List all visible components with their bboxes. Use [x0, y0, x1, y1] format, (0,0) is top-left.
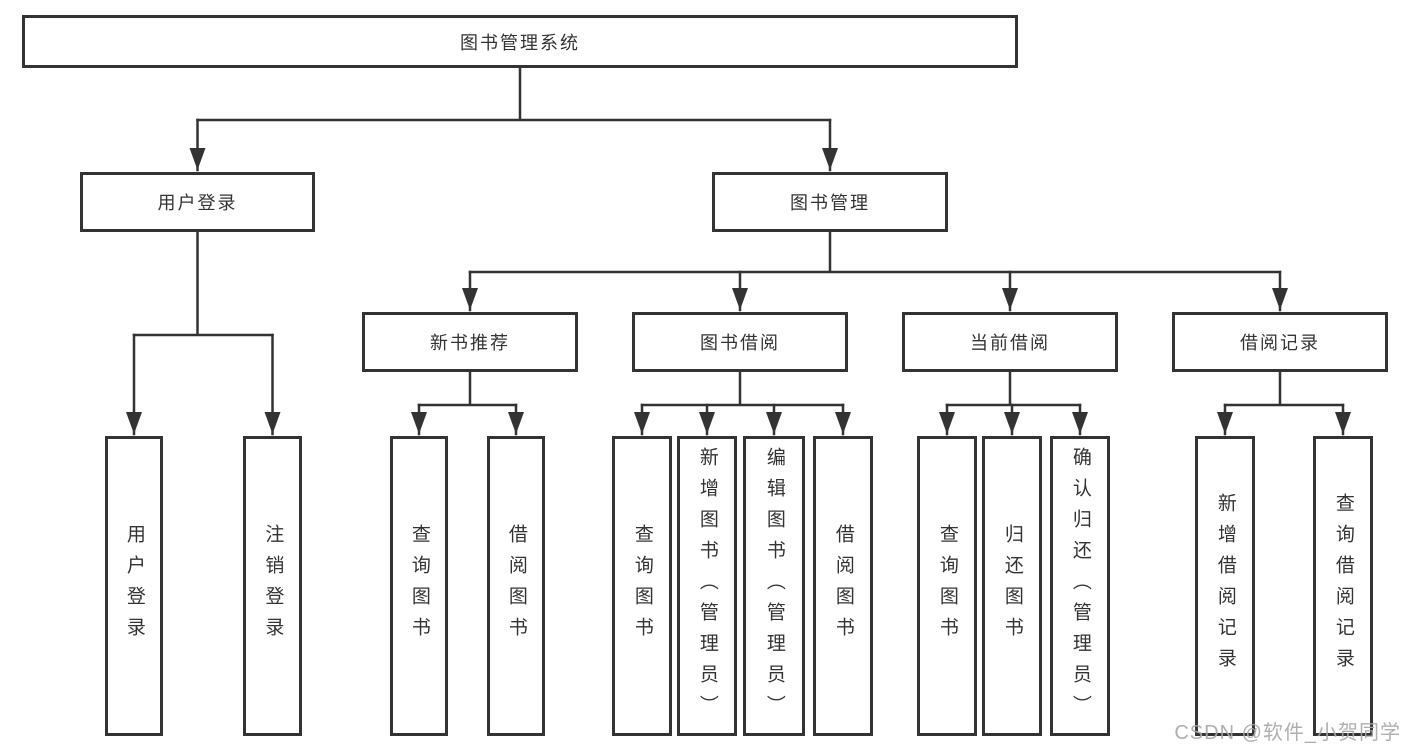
leaf-add-books-admin: 新增图书（管理员） [677, 436, 737, 736]
node-borrow-records: 借阅记录 [1172, 312, 1388, 372]
connector-book-borrow [640, 370, 845, 407]
leaf-borrow-books: 借阅图书 [813, 436, 873, 736]
leaf-edit-books-admin: 编辑图书（管理员） [743, 436, 805, 736]
node-root-system: 图书管理系统 [22, 15, 1018, 68]
node-book-management: 图书管理 [712, 172, 948, 232]
leaf-logout: 注销登录 [243, 436, 302, 736]
leaf-query-borrow-record: 查询借阅记录 [1313, 436, 1373, 736]
node-current-borrow: 当前借阅 [902, 312, 1118, 372]
connector-current-borrow [945, 370, 1082, 407]
leaf-query-books-borrow: 查询图书 [612, 436, 672, 736]
node-new-book-recommend: 新书推荐 [362, 312, 578, 372]
connector-user-login [132, 230, 274, 337]
connector-root [196, 66, 832, 122]
leaf-add-borrow-record: 新增借阅记录 [1195, 436, 1255, 736]
leaf-borrow-books-recommend: 借阅图书 [487, 436, 545, 736]
connector-new-book [417, 370, 518, 407]
leaf-query-books-current: 查询图书 [917, 436, 977, 736]
leaf-query-books-recommend: 查询图书 [390, 436, 448, 736]
connector-book-management [468, 230, 1282, 274]
node-book-borrow: 图书借阅 [632, 312, 848, 372]
leaf-return-books: 归还图书 [982, 436, 1042, 736]
connector-borrow-records [1223, 370, 1345, 407]
leaf-confirm-return-admin: 确认归还（管理员） [1050, 436, 1110, 736]
node-user-login: 用户登录 [80, 172, 315, 232]
leaf-user-login: 用户登录 [105, 436, 163, 736]
csdn-watermark: CSDN @软件_小贺同学 [1174, 722, 1401, 744]
